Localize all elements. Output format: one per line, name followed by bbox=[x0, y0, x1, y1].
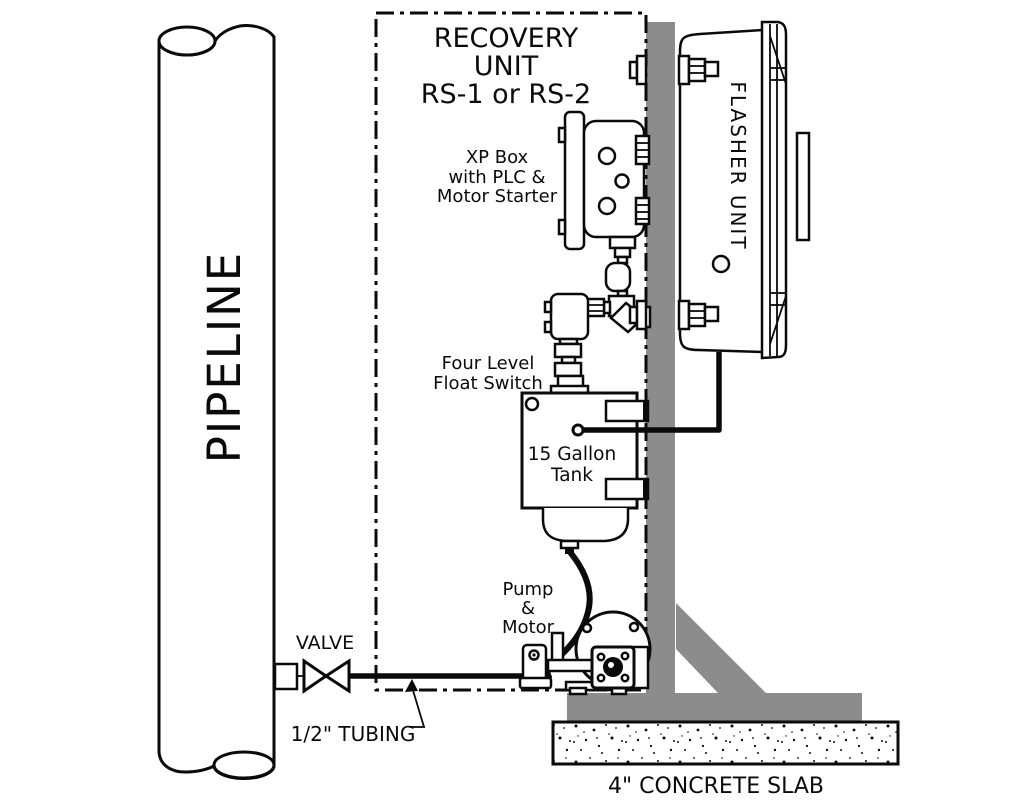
valve-icon bbox=[302, 658, 329, 694]
pump-shaft bbox=[546, 658, 596, 673]
recovery-unit-title-line: UNIT bbox=[474, 51, 539, 82]
recovery-unit-boundary bbox=[374, 11, 648, 692]
sump-fitting bbox=[559, 539, 580, 550]
conduit-union bbox=[553, 342, 583, 359]
flange-bolt bbox=[620, 651, 630, 661]
bolt-washer bbox=[635, 299, 648, 331]
flasher-back-panel bbox=[678, 28, 765, 354]
flasher-unit-label: FLASHER UNIT bbox=[726, 81, 750, 250]
tank-bracket-cap bbox=[643, 480, 649, 498]
pipeline-bottom-end bbox=[212, 750, 276, 780]
xp-box-label-line: XP Box bbox=[466, 147, 529, 168]
float-switch-label-line: Four Level bbox=[442, 353, 535, 374]
pipeline-label: PIPELINE bbox=[198, 251, 251, 463]
xp-box-flange bbox=[563, 110, 586, 251]
pump-label-line: Motor bbox=[502, 617, 555, 638]
float-switch-head bbox=[549, 292, 590, 341]
wire-terminal bbox=[571, 423, 585, 437]
pump-motor bbox=[518, 610, 652, 696]
flange-bolt bbox=[596, 652, 606, 662]
tank bbox=[520, 391, 650, 554]
bolt-washer bbox=[635, 54, 648, 86]
diagram-labels: RECOVERY UNIT RS-1 or RS-2 XP Box with P… bbox=[198, 23, 824, 799]
xp-box-tab bbox=[557, 126, 567, 144]
tubing-leader-arrow-icon bbox=[405, 679, 418, 692]
motor-hub-center bbox=[612, 666, 616, 670]
stand-base-plate bbox=[567, 693, 862, 722]
tank-port bbox=[524, 396, 540, 412]
float-switch-label-line: Float Switch bbox=[433, 373, 543, 394]
xp-box bbox=[557, 110, 651, 251]
bolt-stud-tip bbox=[703, 305, 720, 323]
concrete-slab bbox=[551, 720, 900, 766]
valve-icon bbox=[323, 658, 351, 694]
conduit-union bbox=[608, 235, 637, 250]
motor-hub-highlight bbox=[608, 662, 614, 668]
flange-bolt bbox=[596, 673, 606, 683]
float-switch-tab bbox=[543, 320, 553, 334]
pump-label-line: & bbox=[521, 598, 535, 619]
mounting-post bbox=[646, 22, 675, 695]
signal-wire bbox=[571, 352, 722, 437]
xp-box-label-line: with PLC & bbox=[448, 167, 545, 188]
motor-lug bbox=[628, 621, 640, 633]
bolt-washer bbox=[677, 299, 691, 331]
stand-diagonal-brace bbox=[676, 603, 766, 693]
pump-label-line: Pump bbox=[503, 579, 554, 600]
conduit-union bbox=[613, 246, 632, 259]
pipeline-top-end bbox=[157, 25, 217, 57]
signal-wire-path bbox=[578, 352, 722, 433]
valve-label: VALVE bbox=[296, 632, 354, 654]
tank-bracket-cap bbox=[643, 402, 649, 420]
float-switch-assembly bbox=[543, 292, 590, 396]
tap-and-valve bbox=[273, 658, 526, 728]
sealing-fitting bbox=[604, 261, 632, 293]
flange-bolt bbox=[620, 673, 630, 683]
flasher-lens-edge bbox=[795, 131, 811, 242]
tank-sump bbox=[541, 508, 630, 543]
conduit-union bbox=[585, 297, 606, 318]
flasher-door-frame bbox=[760, 20, 788, 360]
pipeline bbox=[157, 24, 276, 781]
bolt-nut bbox=[687, 57, 707, 83]
flasher-unit bbox=[628, 20, 811, 360]
xp-box-hinge bbox=[634, 196, 651, 226]
tank-mount-bracket bbox=[604, 477, 650, 501]
xp-box-label-line: Motor Starter bbox=[437, 186, 558, 207]
tank-label-line: Tank bbox=[550, 465, 593, 486]
xp-box-gland bbox=[597, 146, 617, 166]
flasher-pilot-hole bbox=[711, 254, 731, 274]
float-switch-tab bbox=[543, 300, 553, 314]
tubing-label: 1/2" TUBING bbox=[291, 722, 416, 746]
recovery-unit-title-line: RS-1 or RS-2 bbox=[421, 79, 591, 110]
motor-lug bbox=[581, 622, 593, 634]
mounting-stand bbox=[567, 22, 862, 722]
tank-mount-bracket bbox=[604, 399, 650, 423]
motor-foot bbox=[568, 686, 588, 696]
pump-bracket-bolt-center bbox=[532, 653, 536, 657]
conduit-union bbox=[553, 361, 583, 378]
pipeline-tap-nozzle bbox=[273, 662, 299, 691]
bolt-washer bbox=[677, 54, 691, 86]
xp-box-gland bbox=[597, 196, 617, 216]
pump-foot bbox=[518, 676, 553, 690]
bolt-stud-tip bbox=[703, 60, 720, 78]
xp-box-gland bbox=[614, 173, 630, 189]
tank-label-line: 15 Gallon bbox=[528, 444, 616, 465]
bolt-nut bbox=[687, 302, 707, 328]
recovery-unit-title-line: RECOVERY bbox=[434, 23, 579, 54]
xp-box-tab bbox=[557, 218, 567, 236]
tubing-leader-line bbox=[411, 686, 425, 728]
slab-label: 4" CONCRETE SLAB bbox=[608, 774, 824, 799]
